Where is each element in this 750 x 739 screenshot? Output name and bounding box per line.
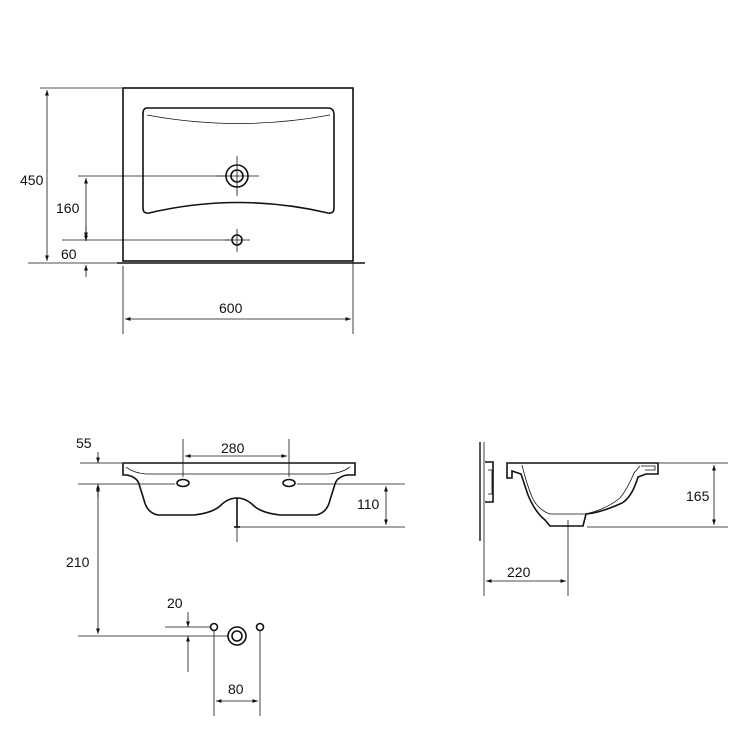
- depth-label: 450: [20, 172, 44, 188]
- width-label: 600: [219, 300, 243, 316]
- projection-label: 220: [507, 564, 531, 580]
- detail-view: 20 80: [78, 595, 265, 716]
- drain-height-label: 210: [66, 554, 90, 570]
- height-label: 165: [686, 488, 710, 504]
- drain-offset-label: 160: [56, 200, 80, 216]
- hole-spacing-label: 280: [221, 440, 245, 456]
- top-view: 450 160 60 600: [20, 87, 365, 334]
- bowl-depth-label: 110: [357, 496, 380, 512]
- offset-label: 20: [167, 595, 183, 611]
- basin-outline: [122, 87, 354, 262]
- bowl-outline: [142, 107, 335, 214]
- side-profile: [506, 462, 659, 527]
- spacing-label: 80: [228, 681, 244, 697]
- tap-offset-label: 60: [61, 246, 77, 262]
- front-view: 55 280 110 210: [66, 435, 405, 634]
- side-view: 165 220: [479, 442, 728, 596]
- rim-label: 55: [76, 435, 92, 451]
- bowl-inner-curve: [146, 114, 331, 124]
- front-profile: [122, 462, 356, 516]
